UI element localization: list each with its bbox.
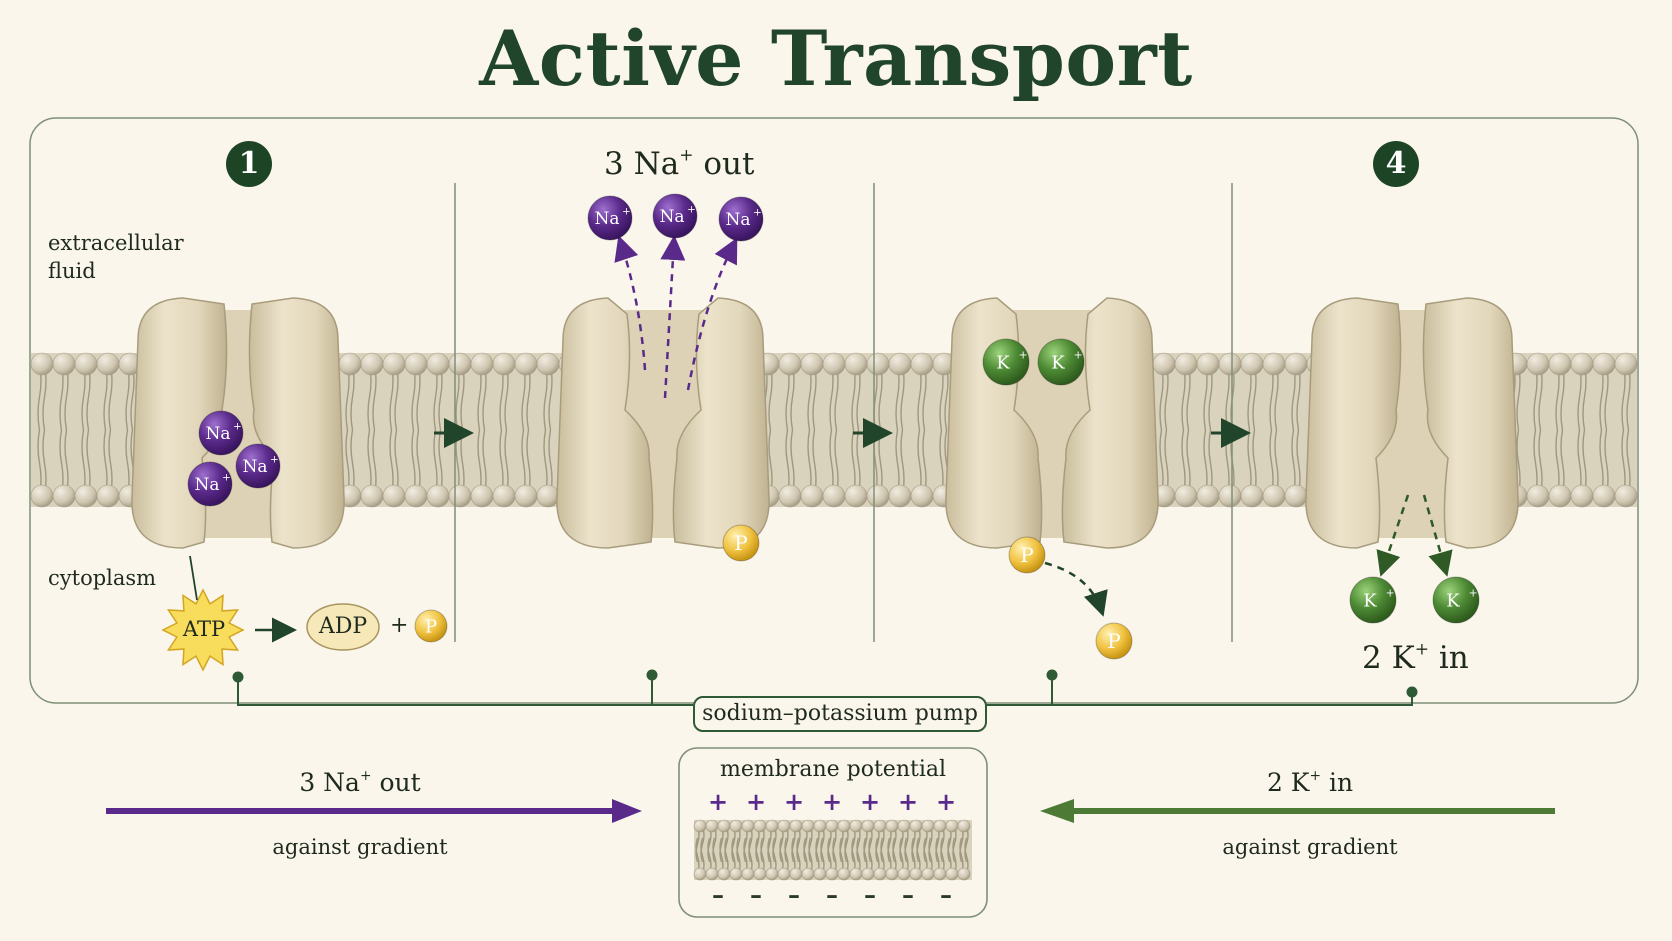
svg-text:+: +	[622, 207, 631, 218]
na-ion: Na+	[235, 443, 281, 489]
bottom-flow-arrows	[106, 799, 1555, 823]
minus-charge: –	[902, 880, 914, 909]
plus-charge: +	[860, 787, 881, 816]
svg-text:Na: Na	[205, 424, 230, 444]
atp-burst	[161, 588, 245, 672]
phosphate-ion: P	[1008, 536, 1046, 574]
membrane-potential-title: membrane potential	[719, 757, 947, 782]
na-exit-paths	[614, 235, 738, 399]
reaction-phosphate: P	[414, 609, 448, 643]
na-ion: Na+	[198, 410, 244, 456]
svg-text:+: +	[1386, 587, 1395, 600]
svg-text:+: +	[1019, 349, 1028, 362]
svg-text:Na: Na	[594, 209, 619, 229]
svg-text:+: +	[222, 473, 231, 484]
svg-text:Na: Na	[242, 457, 267, 477]
plus-charge: +	[708, 787, 729, 816]
svg-text:K: K	[1363, 590, 1377, 611]
phosphate-release-path	[1044, 561, 1108, 617]
svg-text:+: +	[270, 455, 279, 466]
na-ion: Na+	[652, 193, 698, 239]
bottom-na-out-label: 3 Na+ out	[299, 768, 421, 797]
step-number-1: 1	[226, 141, 272, 187]
svg-text:P: P	[425, 616, 437, 637]
bottom-na-caption: against gradient	[272, 835, 448, 859]
reaction-plus: +	[390, 613, 409, 638]
svg-text:+: +	[753, 208, 762, 219]
k-ion: K+	[1432, 576, 1480, 624]
k-ion: K+	[1349, 576, 1397, 624]
svg-text:+: +	[687, 205, 696, 216]
na-ion: Na+	[718, 196, 764, 242]
bottom-k-caption: against gradient	[1222, 835, 1398, 859]
step-number-4: 4	[1373, 141, 1419, 187]
svg-text:+: +	[233, 422, 242, 433]
svg-text:+: +	[1074, 349, 1083, 362]
svg-text:K: K	[996, 352, 1010, 373]
pump-connectors	[232, 669, 1418, 706]
mini-bilayer	[693, 819, 972, 881]
phosphate-ion: P	[722, 524, 760, 562]
minus-charge: –	[750, 880, 762, 909]
k-entry-paths	[1376, 494, 1453, 577]
minus-charge: –	[940, 880, 952, 909]
svg-text:Na: Na	[659, 207, 684, 227]
atp-reaction	[161, 555, 380, 672]
k-ion: K+	[982, 338, 1030, 386]
minus-charge: –	[864, 880, 876, 909]
plus-charge: +	[822, 787, 843, 816]
step-dividers	[454, 183, 1233, 642]
svg-text:P: P	[1107, 629, 1120, 653]
minus-charge: –	[712, 880, 724, 909]
svg-text:K: K	[1051, 352, 1065, 373]
k-in-step-label: 2 K+ in	[1362, 639, 1469, 676]
svg-text:+: +	[1469, 587, 1478, 600]
na-ion: Na+	[587, 195, 633, 241]
phosphate-ion: P	[1095, 622, 1133, 660]
bottom-k-in-label: 2 K+ in	[1266, 768, 1354, 797]
adp-oval	[306, 603, 380, 651]
svg-text:P: P	[1020, 543, 1033, 567]
na-ion: Na+	[187, 461, 233, 507]
page-title: Active Transport	[479, 14, 1193, 103]
sodium-potassium-pump-label: sodium–potassium pump	[693, 696, 987, 732]
minus-charge: –	[826, 880, 838, 909]
adp-label: ADP	[318, 614, 368, 639]
minus-charge: –	[788, 880, 800, 909]
atp-leader-line	[189, 555, 198, 601]
svg-text:Na: Na	[194, 475, 219, 495]
k-ion: K+	[1037, 338, 1085, 386]
plus-charge: +	[784, 787, 805, 816]
svg-text:K: K	[1446, 590, 1460, 611]
na-out-step-label: 3 Na+ out	[604, 145, 755, 182]
cytoplasm-label: cytoplasm	[48, 566, 157, 590]
svg-text:P: P	[734, 531, 747, 555]
svg-text:Na: Na	[725, 210, 750, 230]
plus-charge: +	[746, 787, 767, 816]
plus-charge: +	[898, 787, 919, 816]
extracellular-label: extracellular fluid	[48, 231, 184, 283]
plus-charge: +	[936, 787, 957, 816]
atp-label: ATP	[182, 617, 226, 641]
